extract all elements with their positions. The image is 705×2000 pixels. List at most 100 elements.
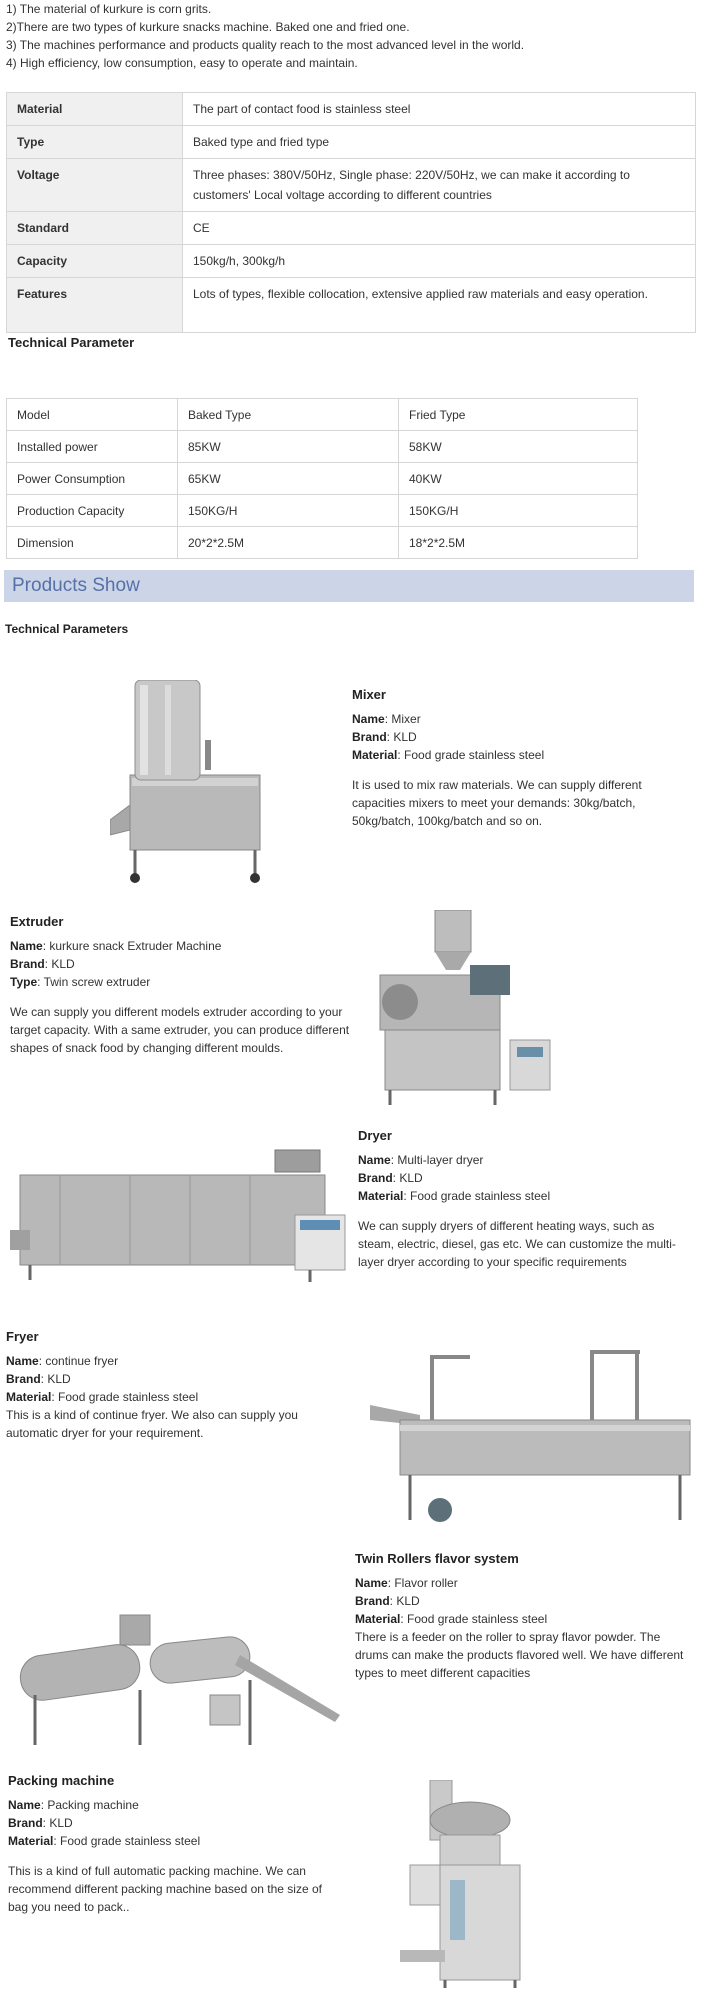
dryer-brand-line: Brand: KLD	[358, 1169, 678, 1187]
roller-material-line: Material: Food grade stainless steel	[355, 1610, 685, 1628]
fryer-description: This is a kind of continue fryer. We als…	[6, 1408, 298, 1440]
packing-brand: : KLD	[42, 1816, 73, 1830]
technical-parameters-heading: Technical Parameters	[5, 622, 129, 636]
dryer-image	[10, 1149, 346, 1282]
table-cell: 40KW	[398, 462, 638, 495]
mixer-name-line: Name: Mixer	[352, 710, 672, 728]
spec-key: Capacity	[6, 244, 183, 278]
fryer-brand-line: Brand: KLD	[6, 1370, 326, 1388]
name-label: Name	[6, 1354, 39, 1368]
material-label: Material	[358, 1189, 404, 1203]
packing-description: This is a kind of full automatic packing…	[8, 1864, 322, 1914]
brand-label: Brand	[10, 957, 45, 971]
brand-label: Brand	[355, 1594, 390, 1608]
fryer-image	[370, 1350, 691, 1522]
extruder-block: Extruder Name: kurkure snack Extruder Ma…	[10, 913, 350, 1057]
roller-material: : Food grade stainless steel	[400, 1612, 548, 1626]
table-cell: 85KW	[177, 430, 399, 463]
dryer-block: Dryer Name: Multi-layer dryer Brand: KLD…	[358, 1127, 678, 1271]
spec-key: Type	[6, 125, 183, 159]
table-cell: 150KG/H	[398, 494, 638, 527]
mixer-image	[110, 680, 261, 883]
fryer-block: Fryer Name: continue fryer Brand: KLD Ma…	[6, 1328, 326, 1442]
name-label: Name	[8, 1798, 41, 1812]
mixer-brand: : KLD	[386, 730, 417, 744]
brand-label: Brand	[8, 1816, 43, 1830]
dryer-material: : Food grade stainless steel	[403, 1189, 551, 1203]
spec-value: 150kg/h, 300kg/h	[182, 244, 696, 278]
name-label: Name	[10, 939, 43, 953]
table-cell: 65KW	[177, 462, 399, 495]
dryer-name: : Multi-layer dryer	[390, 1153, 484, 1167]
packing-title: Packing machine	[8, 1773, 115, 1788]
brand-label: Brand	[358, 1171, 393, 1185]
material-label: Material	[6, 1390, 52, 1404]
roller-name: : Flavor roller	[387, 1576, 458, 1590]
table-cell: Baked Type	[177, 398, 399, 431]
extruder-image	[379, 910, 551, 1105]
roller-brand: : KLD	[389, 1594, 420, 1608]
technical-parameter-heading: Technical Parameter	[8, 335, 135, 350]
fryer-brand: : KLD	[40, 1372, 71, 1386]
extruder-description: We can supply you different models extru…	[10, 1005, 350, 1055]
packing-brand-line: Brand: KLD	[8, 1814, 343, 1832]
extruder-type: : Twin screw extruder	[37, 975, 151, 989]
table-cell: Power Consumption	[6, 462, 178, 495]
mixer-description: It is used to mix raw materials. We can …	[352, 778, 642, 828]
table-cell: 18*2*2.5M	[398, 526, 638, 559]
fryer-material-line: Material: Food grade stainless steel	[6, 1388, 326, 1406]
fryer-name: : continue fryer	[38, 1354, 119, 1368]
spec-key: Features	[6, 277, 183, 333]
dryer-name-line: Name: Multi-layer dryer	[358, 1151, 678, 1169]
intro-line: 1) The material of kurkure is corn grits…	[6, 2, 212, 16]
dryer-material-line: Material: Food grade stainless steel	[358, 1187, 678, 1205]
packing-material-line: Material: Food grade stainless steel	[8, 1832, 343, 1850]
spec-key: Standard	[6, 211, 183, 245]
packing-name: : Packing machine	[40, 1798, 139, 1812]
fryer-material: : Food grade stainless steel	[51, 1390, 199, 1404]
mixer-brand-line: Brand: KLD	[352, 728, 672, 746]
mixer-block: Mixer Name: Mixer Brand: KLD Material: F…	[352, 686, 672, 830]
intro-line: 4) High efficiency, low consumption, eas…	[6, 56, 358, 70]
extruder-name-line: Name: kurkure snack Extruder Machine	[10, 937, 350, 955]
packing-material: : Food grade stainless steel	[53, 1834, 201, 1848]
spec-value: Three phases: 380V/50Hz, Single phase: 2…	[182, 158, 696, 212]
mixer-material: : Food grade stainless steel	[397, 748, 545, 762]
material-label: Material	[355, 1612, 401, 1626]
mixer-name: : Mixer	[384, 712, 421, 726]
table-cell: Dimension	[6, 526, 178, 559]
dryer-brand: : KLD	[392, 1171, 423, 1185]
table-cell: 58KW	[398, 430, 638, 463]
spec-value: Lots of types, flexible collocation, ext…	[182, 277, 696, 333]
intro-line: 2)There are two types of kurkure snacks …	[6, 20, 410, 34]
products-show-title: Products Show	[12, 575, 140, 596]
roller-image	[19, 1614, 340, 1745]
roller-name-line: Name: Flavor roller	[355, 1574, 685, 1592]
name-label: Name	[352, 712, 385, 726]
dryer-description: We can supply dryers of different heatin…	[358, 1219, 676, 1269]
intro-list: 1) The material of kurkure is corn grits…	[6, 0, 524, 72]
extruder-type-line: Type: Twin screw extruder	[10, 973, 350, 991]
spec-value: Baked type and fried type	[182, 125, 696, 159]
brand-label: Brand	[352, 730, 387, 744]
fryer-name-line: Name: continue fryer	[6, 1352, 326, 1370]
extruder-title: Extruder	[10, 914, 64, 929]
spec-key: Material	[6, 92, 183, 126]
material-label: Material	[8, 1834, 54, 1848]
extruder-brand: : KLD	[44, 957, 75, 971]
spec-value: CE	[182, 211, 696, 245]
table-cell: 150KG/H	[177, 494, 399, 527]
spec-key: Voltage	[6, 158, 183, 212]
roller-title: Twin Rollers flavor system	[355, 1551, 519, 1566]
name-label: Name	[355, 1576, 388, 1590]
products-show-banner: Products Show	[4, 570, 694, 602]
